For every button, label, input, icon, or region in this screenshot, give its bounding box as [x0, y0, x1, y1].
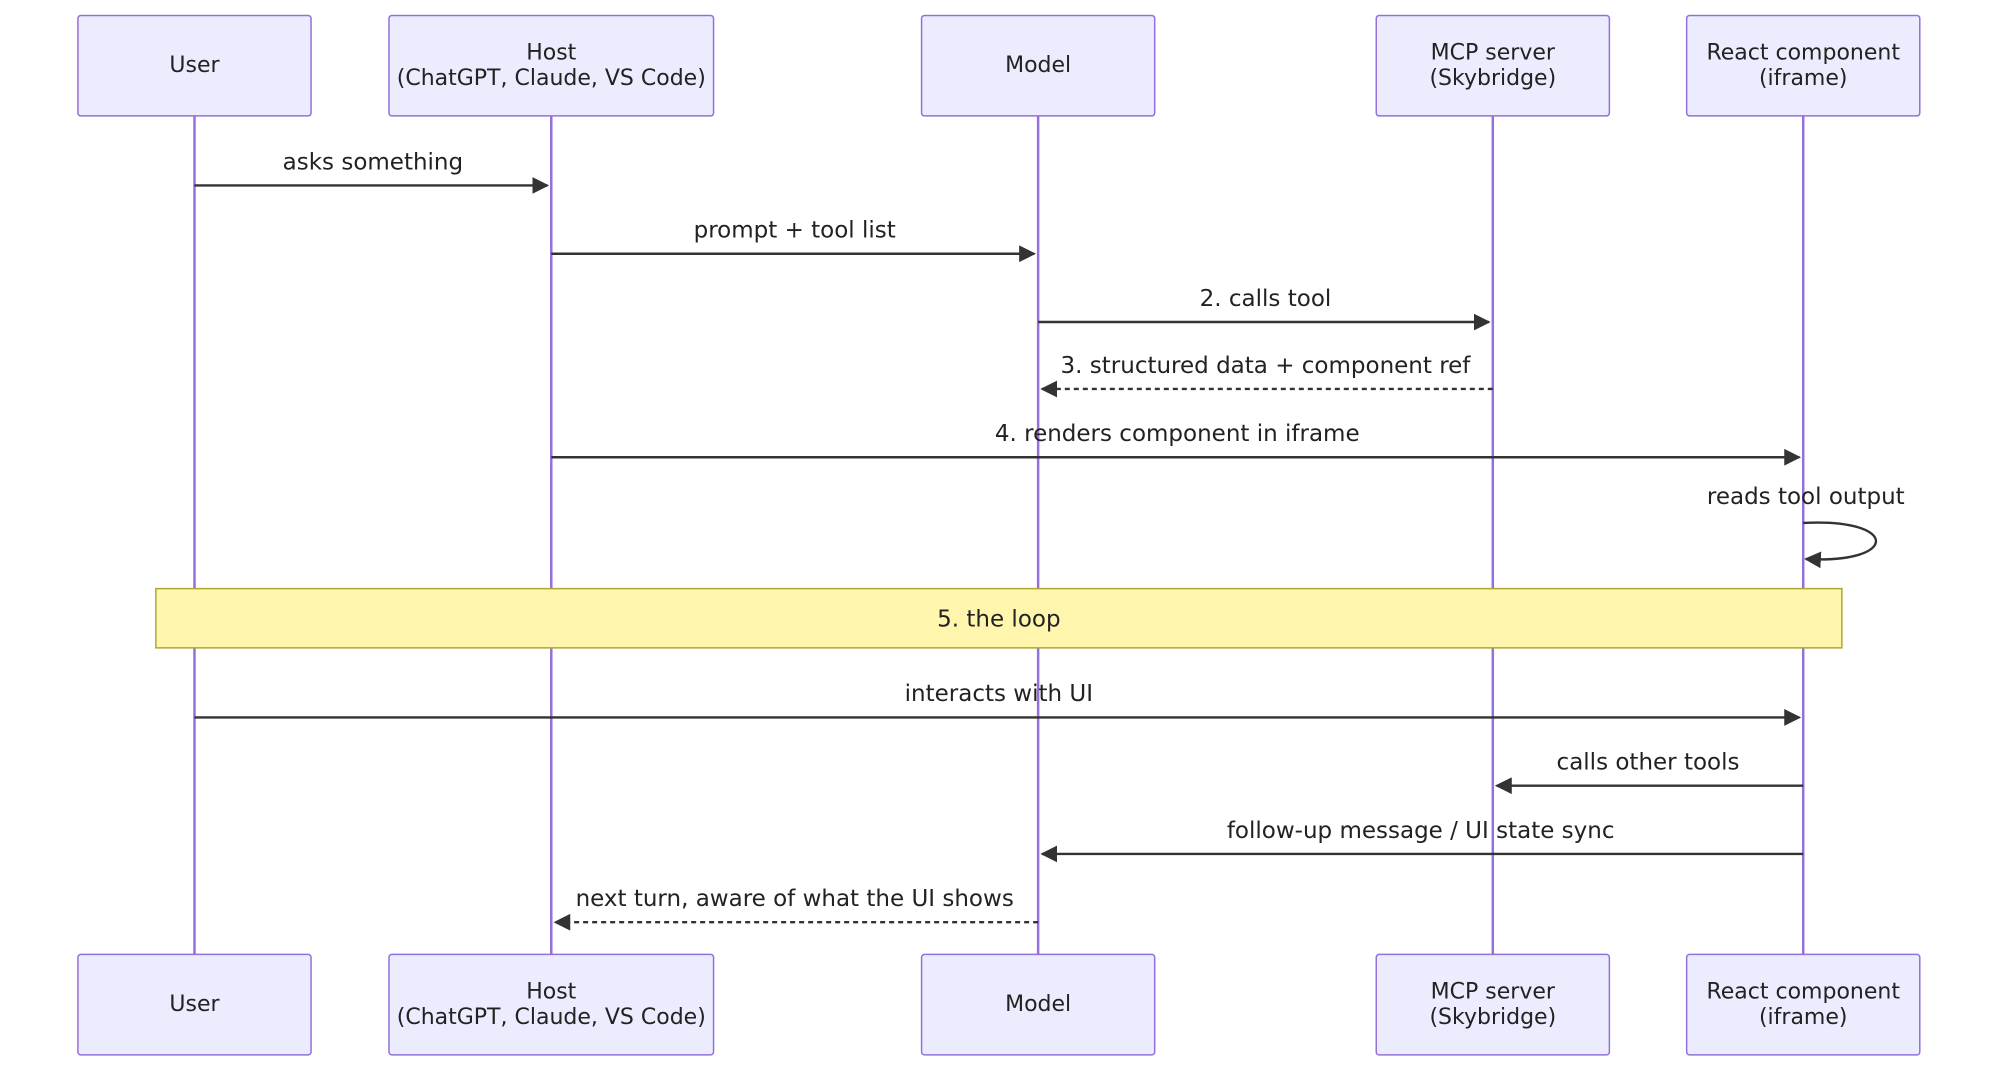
- participant-label: User: [169, 53, 220, 78]
- participant-user-bottom: User: [77, 953, 312, 1056]
- participant-label: React component: [1706, 40, 1900, 65]
- participant-react-top: React component(iframe): [1685, 14, 1921, 117]
- participant-box: [77, 14, 312, 117]
- message-label: prompt + tool list: [694, 218, 896, 244]
- participant-label: MCP server: [1431, 40, 1556, 65]
- message-4: 3. structured data + component ref: [1040, 353, 1493, 398]
- participant-label: MCP server: [1431, 979, 1556, 1004]
- participant-mcp-bottom: MCP server(Skybridge): [1375, 953, 1611, 1056]
- message-2: prompt + tool list: [551, 218, 1036, 263]
- message-9: calls other tools: [1494, 750, 1804, 795]
- participant-label: (ChatGPT, Claude, VS Code): [397, 1005, 706, 1030]
- participant-box: [1685, 953, 1921, 1056]
- participant-label: User: [169, 992, 220, 1017]
- message-5: 4. renders component in iframe: [551, 421, 1802, 466]
- message-arrow: [1803, 521, 1878, 569]
- participant-host-top: Host(ChatGPT, Claude, VS Code): [388, 14, 715, 117]
- message-label: 3. structured data + component ref: [1061, 353, 1472, 379]
- participant-react-bottom: React component(iframe): [1685, 953, 1921, 1056]
- participant-box: [77, 953, 312, 1056]
- note-box: [155, 587, 1843, 649]
- participant-label: (ChatGPT, Claude, VS Code): [397, 66, 706, 91]
- participant-box: [1375, 953, 1611, 1056]
- participant-label: Model: [1005, 992, 1071, 1017]
- participant-box: [1375, 14, 1611, 117]
- participant-label: (Skybridge): [1429, 1005, 1556, 1030]
- message-1: asks something: [194, 149, 550, 194]
- participant-model-top: Model: [920, 14, 1156, 117]
- participant-mcp-top: MCP server(Skybridge): [1375, 14, 1611, 117]
- participant-label: Model: [1005, 53, 1071, 78]
- participant-user-top: User: [77, 14, 312, 117]
- note-label: 5. the loop: [937, 607, 1060, 633]
- participant-box: [1685, 14, 1921, 117]
- note-the-loop: 5. the loop: [155, 587, 1843, 649]
- message-3: 2. calls tool: [1038, 286, 1491, 331]
- participant-label: (iframe): [1759, 1005, 1848, 1030]
- participant-label: (Skybridge): [1429, 66, 1556, 91]
- message-label: 2. calls tool: [1200, 286, 1332, 312]
- message-label: reads tool output: [1707, 484, 1905, 510]
- participant-box: [388, 953, 715, 1056]
- participant-box: [388, 14, 715, 117]
- message-6: reads tool output: [1707, 484, 1905, 569]
- participant-host-bottom: Host(ChatGPT, Claude, VS Code): [388, 953, 715, 1056]
- message-label: asks something: [283, 149, 463, 175]
- message-label: calls other tools: [1557, 750, 1740, 776]
- message-8: interacts with UI: [194, 681, 1802, 726]
- participant-label: React component: [1706, 979, 1900, 1004]
- participant-box: [920, 14, 1156, 117]
- message-11: next turn, aware of what the UI shows: [553, 886, 1039, 931]
- participant-label: (iframe): [1759, 66, 1848, 91]
- message-10: follow-up message / UI state sync: [1040, 818, 1804, 863]
- participant-label: Host: [526, 979, 576, 1004]
- message-label: 4. renders component in iframe: [995, 421, 1360, 447]
- message-label: next turn, aware of what the UI shows: [576, 886, 1014, 912]
- participant-label: Host: [526, 40, 576, 65]
- message-label: interacts with UI: [905, 681, 1093, 707]
- participant-model-bottom: Model: [920, 953, 1156, 1056]
- participant-box: [920, 953, 1156, 1056]
- message-label: follow-up message / UI state sync: [1227, 818, 1615, 844]
